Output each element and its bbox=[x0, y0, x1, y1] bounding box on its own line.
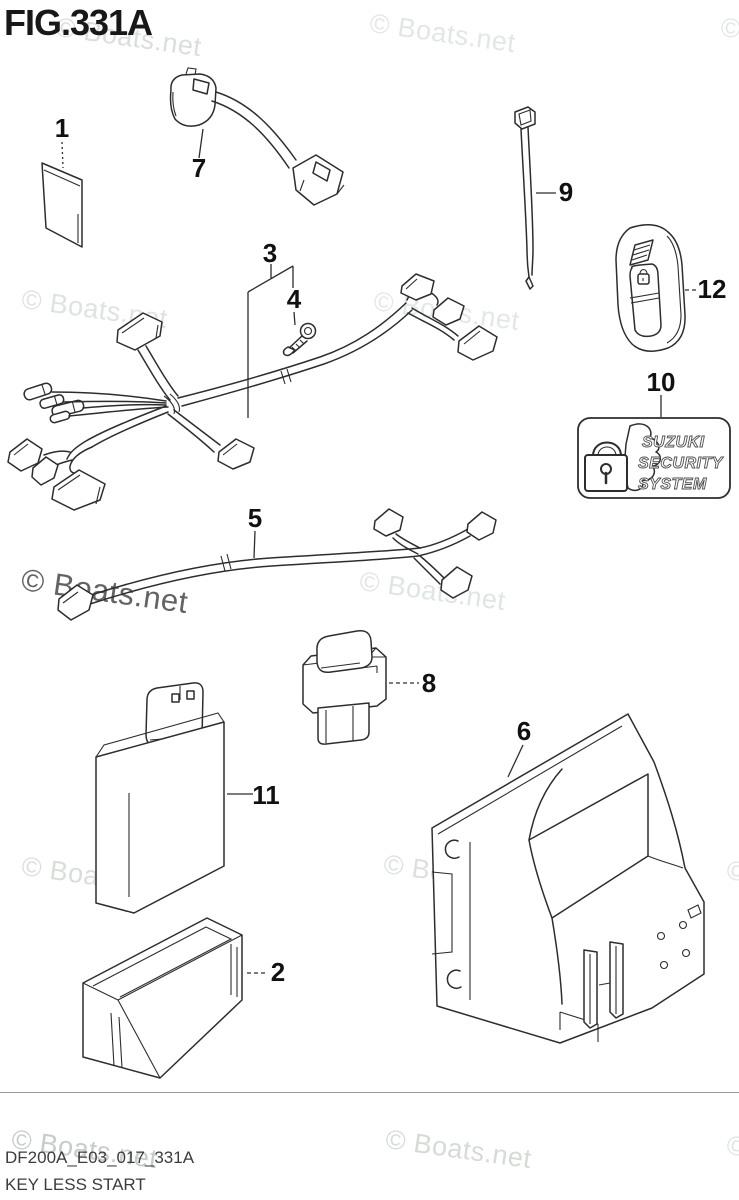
footer-divider bbox=[0, 1092, 739, 1093]
drawing-code: DF200A_E03_017_331A bbox=[5, 1148, 195, 1167]
figure-caption: KEY LESS START bbox=[5, 1175, 146, 1194]
part-4-label: 4 bbox=[287, 284, 302, 314]
part-12-label: 12 bbox=[698, 274, 727, 304]
part-10-security-decal: 10 SUZUKI SECURITY SYSTEM bbox=[577, 367, 731, 499]
part-2-case: 2 bbox=[82, 917, 285, 1079]
part-8-label: 8 bbox=[422, 668, 436, 698]
part-11-control-module: 11 bbox=[95, 682, 280, 914]
part-4-screw: 4 bbox=[282, 284, 317, 357]
part-10-label: 10 bbox=[647, 367, 676, 397]
flange-hole bbox=[446, 969, 462, 989]
face-profile-icon bbox=[623, 423, 662, 492]
part-3-label: 3 bbox=[263, 238, 277, 268]
part-3-wire-harness: 3 bbox=[7, 238, 498, 511]
part-7-label: 7 bbox=[192, 153, 206, 183]
part-6-label: 6 bbox=[517, 716, 531, 746]
figure-title: FIG.331A bbox=[4, 2, 153, 43]
part-12-remote-key: 12 bbox=[615, 224, 727, 352]
part-6-bracket: 6 bbox=[431, 713, 705, 1044]
security-label-line3: SYSTEM bbox=[638, 476, 707, 493]
padlock-icon bbox=[592, 441, 622, 457]
flange-hole bbox=[444, 839, 460, 859]
part-11-label: 11 bbox=[252, 780, 280, 810]
security-label-line1: SUZUKI bbox=[642, 434, 705, 451]
part-1-label: 1 bbox=[55, 113, 69, 143]
part-5-extension-cable: 5 bbox=[57, 503, 497, 621]
security-label-line2: SECURITY bbox=[638, 455, 724, 472]
part-1-card: 1 bbox=[41, 113, 83, 248]
part-9-cable-tie: 9 bbox=[514, 106, 573, 290]
part-8-relay: 8 bbox=[302, 629, 436, 745]
part-5-label: 5 bbox=[248, 503, 262, 533]
part-7-antenna-assembly: 7 bbox=[169, 67, 345, 206]
part-9-label: 9 bbox=[559, 177, 573, 207]
part-2-label: 2 bbox=[271, 957, 285, 987]
